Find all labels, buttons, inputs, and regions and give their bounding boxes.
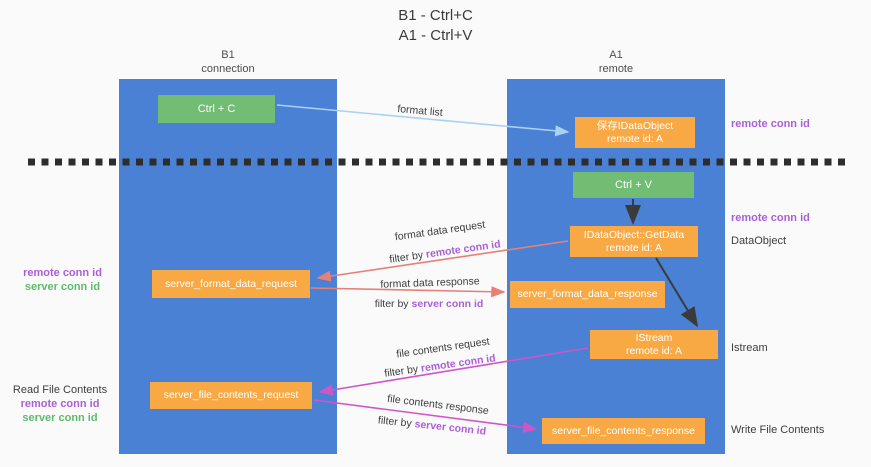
node-ctrl-c: Ctrl + C — [158, 95, 275, 123]
node-server-file-contents-request-label: server_file_contents_request — [163, 389, 299, 401]
right-label-remote-conn-id-1: remote conn id — [731, 118, 810, 130]
lane-a1-name: A1 — [609, 49, 623, 61]
edge-label-format-data-request: format data request — [394, 218, 486, 244]
node-istream-line1: IStream — [635, 331, 673, 344]
filter-by-text: filter by — [377, 414, 413, 430]
node-save-idataobject-line2: remote id: A — [606, 132, 664, 145]
lane-b1-sub: connection — [201, 63, 255, 75]
right-label-remote-conn-id-2: remote conn id — [731, 212, 810, 224]
left-label-server-conn-id-1: server conn id — [24, 281, 101, 293]
left-label-read-file-contents: Read File Contents — [12, 384, 108, 396]
title-line-2: A1 - Ctrl+V — [398, 27, 473, 44]
right-label-istream: Istream — [731, 342, 768, 354]
node-save-idataobject-line1: 保存IDataObject — [596, 119, 674, 132]
left-label-server-conn-id-2: server conn id — [22, 412, 98, 424]
node-server-file-contents-response-label: server_file_contents_response — [551, 424, 695, 437]
left-label-remote-conn-id-2: remote conn id — [20, 398, 100, 410]
node-server-format-data-request-label: server_format_data_request — [165, 277, 297, 290]
filter-by-text: filter by — [374, 298, 409, 310]
left-label-group-format: remote conn id server conn id — [10, 266, 115, 294]
node-idataobject-getdata: IDataObject::GetData remote id: A — [570, 226, 698, 257]
edge-label-filter-remote-1: filter byremote conn id — [389, 238, 502, 265]
node-ctrl-c-label: Ctrl + C — [197, 102, 236, 115]
node-ctrl-v: Ctrl + V — [573, 172, 694, 198]
node-server-format-data-request: server_format_data_request — [152, 270, 310, 298]
server-conn-id-text: server conn id — [413, 418, 487, 438]
node-idataobject-getdata-line1: IDataObject::GetData — [583, 228, 685, 241]
right-label-dataobject: DataObject — [731, 235, 787, 247]
node-istream-line2: remote id: A — [625, 344, 683, 357]
server-conn-id-text: server conn id — [411, 298, 484, 310]
node-server-format-data-response-label: server_format_data_response — [517, 288, 658, 300]
node-server-file-contents-response: server_file_contents_response — [542, 418, 705, 444]
title-line-1: B1 - Ctrl+C — [398, 7, 473, 24]
lane-header-a1: A1 remote — [507, 48, 725, 76]
lane-b1-name: B1 — [221, 49, 235, 61]
filter-by-text: filter by — [388, 249, 424, 266]
node-save-idataobject: 保存IDataObject remote id: A — [575, 117, 695, 148]
lane-a1-sub: remote — [598, 63, 634, 75]
lane-header-b1: B1 connection — [119, 48, 337, 76]
node-idataobject-getdata-line2: remote id: A — [605, 241, 663, 254]
left-label-remote-conn-id-1: remote conn id — [23, 267, 102, 279]
filter-by-text: filter by — [383, 363, 419, 380]
remote-conn-id-text: remote conn id — [425, 238, 502, 261]
edge-label-file-contents-response: file contents response — [386, 392, 490, 418]
node-server-file-contents-request: server_file_contents_request — [150, 382, 312, 409]
right-label-write-file-contents: Write File Contents — [731, 424, 825, 436]
node-ctrl-v-label: Ctrl + V — [615, 178, 652, 191]
diagram-title: B1 - Ctrl+C A1 - Ctrl+V — [0, 6, 871, 46]
edge-label-format-data-response: format data response — [380, 275, 480, 291]
node-istream: IStream remote id: A — [590, 330, 718, 359]
node-server-format-data-response: server_format_data_response — [510, 281, 665, 308]
left-label-group-file: Read File Contents remote conn id server… — [5, 383, 115, 425]
edge-label-format-list: format list — [396, 103, 444, 119]
